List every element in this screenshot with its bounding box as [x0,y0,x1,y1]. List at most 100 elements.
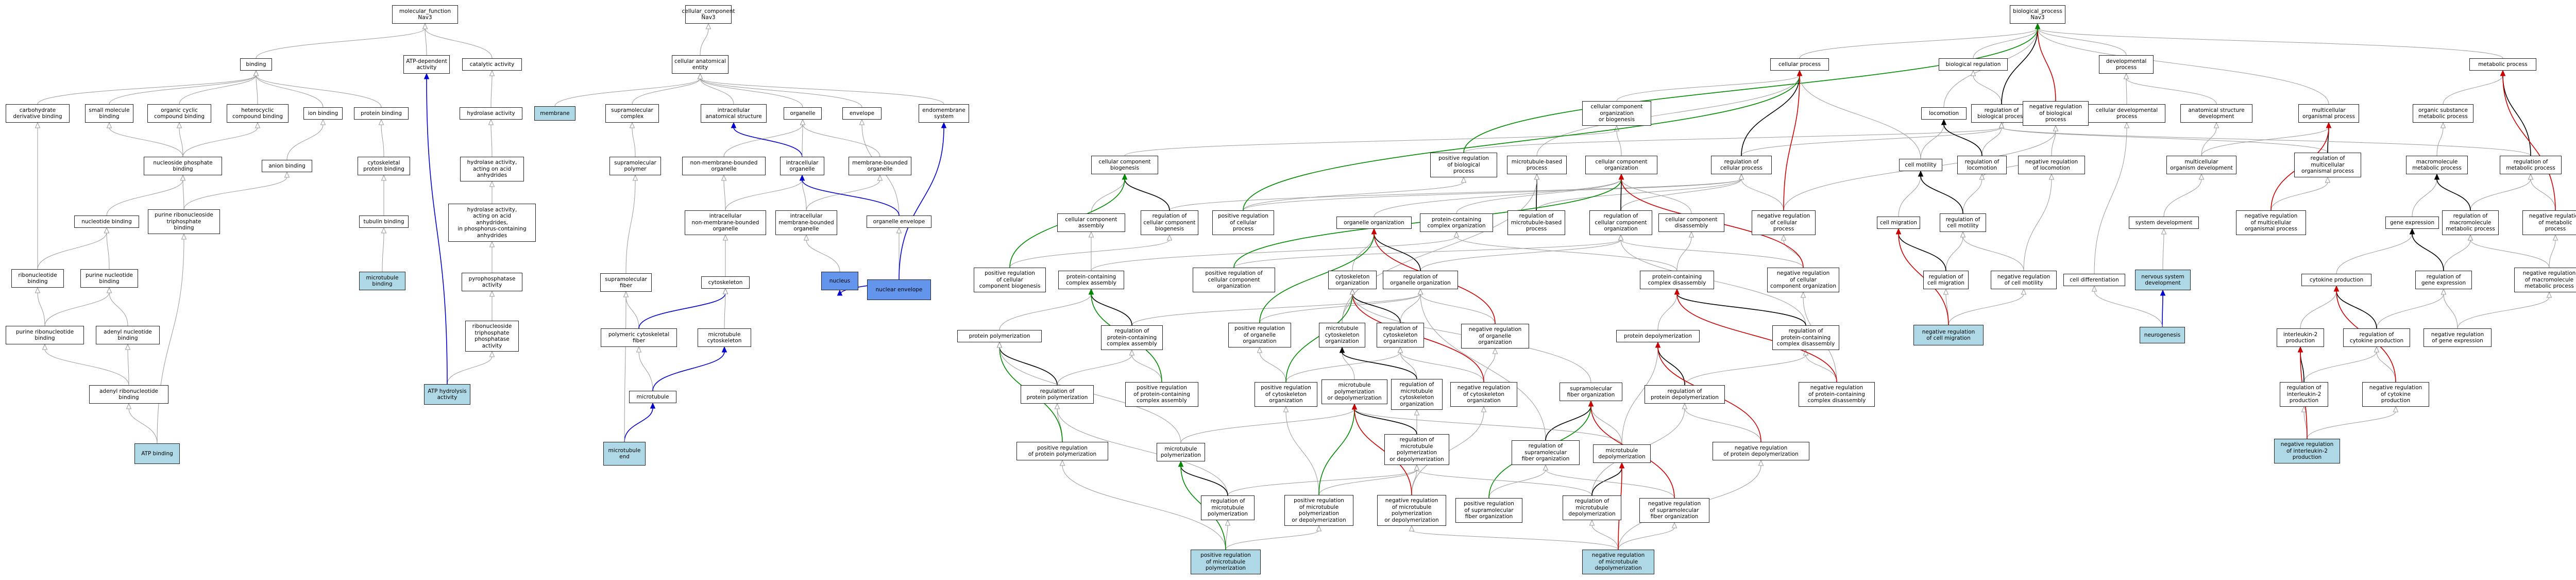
edge-is-a [2201,127,2329,156]
go-term-purinerib2: purine ribonucleotide binding [6,326,84,344]
edge-is-a [1799,28,2038,59]
go-term-membrane: membrane [534,106,575,121]
edge-arrowhead [1088,231,1094,238]
go-term-protcompassembly: protein-containing complex assembly [1058,271,1124,289]
edge-arrowhead [35,122,41,128]
edge-regulates [2336,290,2377,329]
edge-is-a [182,179,184,210]
edge-arrowhead [253,70,259,76]
edge-is-a [2126,78,2127,105]
edge-is-a [490,75,493,108]
go-term-regsuprafiber: regulation of supramolecular fiber organ… [1512,440,1580,465]
go-term-ccdisassembly: cellular component disassembly [1658,213,1724,232]
edge-is-a [1169,178,1742,211]
edge-is-a [1741,178,1784,211]
edge-is-a [179,127,183,157]
edge-is-a [802,179,807,211]
edge-arrowhead [896,227,902,234]
edge-arrowhead [722,288,728,294]
edge-regulates [2436,178,2471,211]
edge-is-a [1456,236,1677,271]
edge-arrowhead [1589,519,1595,526]
edge-arrowhead [837,289,843,296]
edge-arrowhead [1409,525,1415,532]
go-term-celldevproc: cellular developmental process [2088,104,2165,123]
edge-arrowhead [181,233,187,240]
edge-is-a [999,293,1092,330]
go-term-cellmot: cell motility [1899,159,1942,171]
go-term-suprafiberorg: supramolecular fiber organization [1560,383,1622,401]
edge-is-a [109,127,183,157]
edge-is-a [1131,354,1162,383]
edge-is-a [1657,293,1677,330]
edge-is-a [1545,469,1675,499]
edge-arrowhead [1588,400,1594,407]
go-term-protpoly: protein polymerization [957,330,1042,342]
edge-is-a [109,75,257,105]
go-term-negreggeneexp: negative regulation of gene expression [2424,328,2492,347]
edge-is-a [182,127,258,157]
edge-regulates [1741,75,1800,156]
edge-arrowhead [731,122,737,128]
edge-is-a [700,78,803,108]
edge-arrowhead [1283,406,1289,412]
go-term-nucphos: nucleoside phosphate binding [144,157,222,175]
edge-is-a [2443,293,2458,329]
go-term-geneexp: gene expression [2385,217,2439,229]
edge-is-a [286,124,324,160]
edge-is-a [1973,75,2002,105]
edge-is-a [1591,524,1619,550]
edge-part-of [426,78,448,385]
go-term-mtpolydepoly: microtubule polymerization or depolymeri… [1321,379,1387,404]
edge-arrowhead [697,73,703,79]
edge-is-a [1973,28,2038,59]
edge-positively-regulates [1259,233,1375,323]
edge-arrowhead [2301,406,2307,412]
go-term-negregmetab: negative regulation of metabolic process [2522,210,2576,235]
edge-arrowhead [859,119,865,125]
edge-arrowhead [1674,288,1680,295]
edge-is-a [44,349,129,386]
edge-is-a [381,124,384,157]
edge-is-a [1227,469,1417,496]
edge-arrowhead [2124,122,2130,128]
go-term-bp: biological_process Nav3 [2010,5,2065,24]
edge-is-a [37,232,107,270]
edge-arrowhead [1178,460,1184,467]
edge-arrowhead [1688,231,1694,238]
go-term-mtend: microtubule end [603,442,646,466]
go-term-posregbio: positive regulation of biological proces… [1430,153,1497,177]
edge-is-a [1285,352,1401,383]
go-term-orgorg: organelle organization [1336,217,1412,229]
edge-is-a [2023,178,2052,271]
go-term-purinenuc: purine nucleotide binding [80,269,138,288]
edge-is-a [2001,127,2531,156]
edge-regulates [1676,293,1806,326]
edge-regulates [1180,466,1228,496]
go-term-regcellmig: regulation of cell migration [1923,271,1969,289]
edge-is-a [700,78,944,105]
edge-is-a [1243,181,1464,211]
edge-is-a [2457,296,2550,329]
edge-regulates [1354,408,1417,435]
edge-is-a [1420,239,1621,271]
edge-arrowhead [996,341,1003,348]
go-term-mtcytoorg: microtubule cytoskeleton organization [1319,323,1365,347]
edge-arrowhead [1129,349,1135,356]
edge-arrowhead [2198,173,2205,180]
go-term-adenylribo: adenyl ribonucleotide binding [89,385,168,404]
edge-is-a [1741,127,2002,156]
edge-is-a [2443,75,2503,105]
go-term-regccorg: regulation of cellular component organiz… [1589,210,1652,235]
edge-arrowhead [941,122,947,128]
edge-arrowhead [803,234,809,241]
go-term-adenylnuc: adenyl nucleotide binding [96,326,160,344]
go-term-hydanhphos: hydrolase activity, acting on acid anhyd… [448,204,536,242]
edge-arrowhead [1671,522,1677,528]
go-term-orgsub: organic substance metabolic process [2413,104,2473,123]
go-term-binding: binding [240,58,272,71]
edge-is-a [1684,408,1761,442]
edge-arrowhead [489,351,495,357]
edge-is-a [1898,175,1921,217]
edge-regulates [1657,346,1685,386]
